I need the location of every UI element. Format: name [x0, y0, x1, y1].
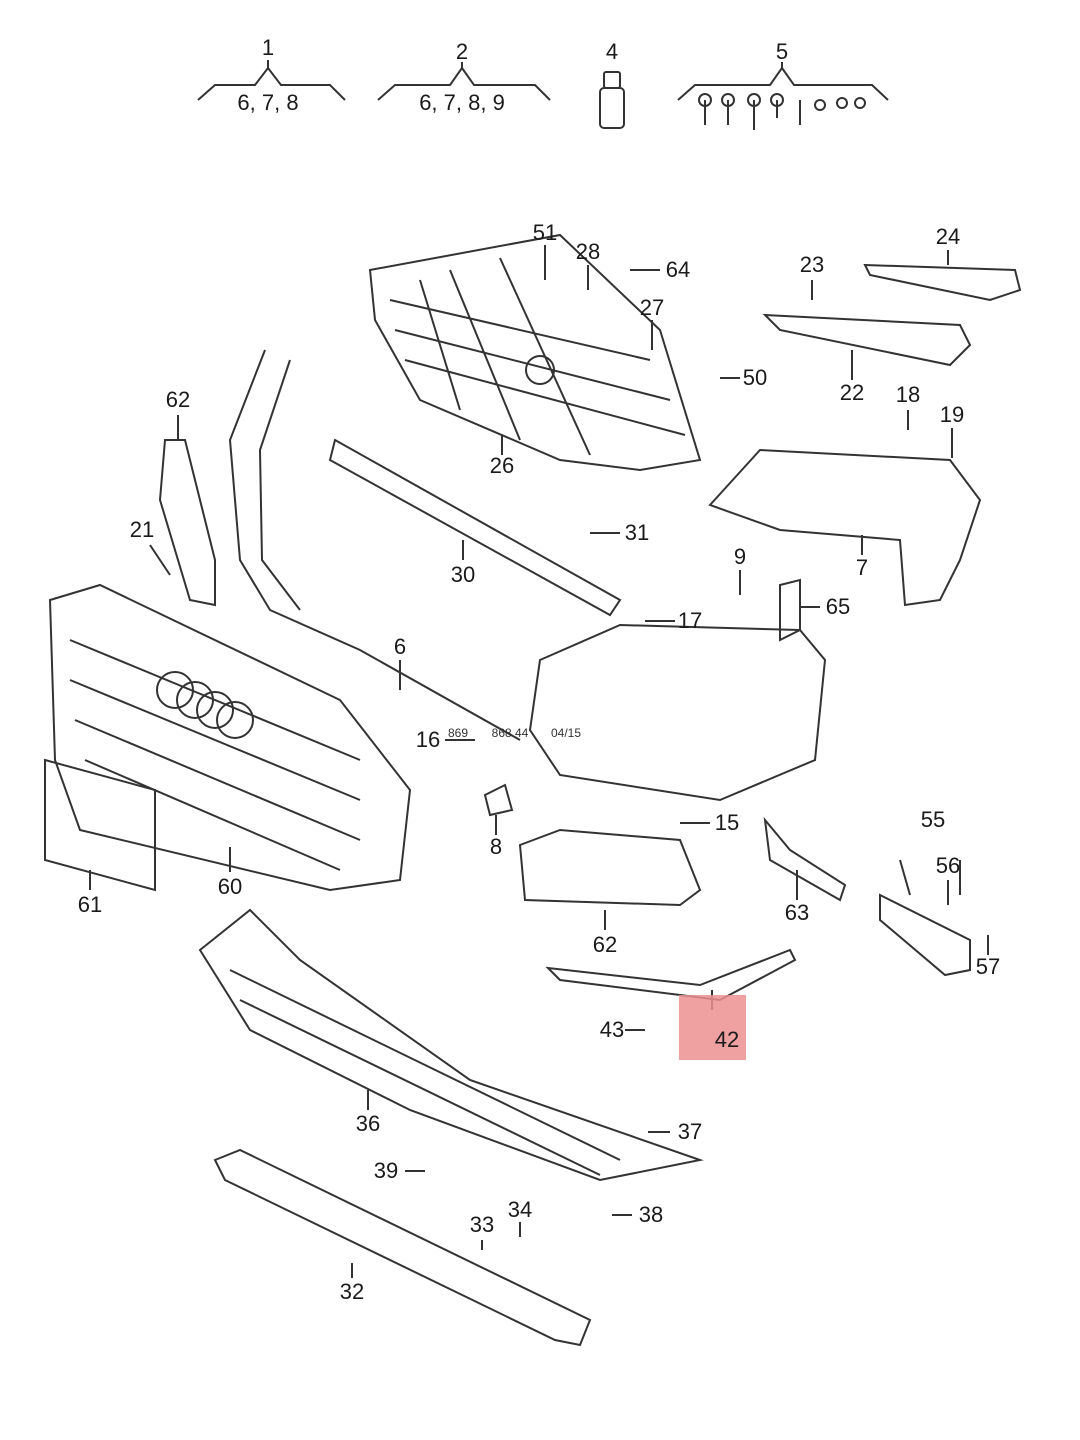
lower-guide-36	[198, 908, 704, 1182]
group-label-5: 5	[775, 39, 789, 64]
license-plate-bracket-61	[44, 758, 156, 892]
screw-set-icon	[698, 93, 866, 130]
part-label-highlighted[interactable]: 42	[714, 1027, 740, 1052]
spoiler-42	[545, 948, 797, 1002]
part-label[interactable]: 39	[373, 1158, 399, 1183]
part-label[interactable]: 56	[935, 853, 961, 878]
bumper-cover-6	[228, 349, 521, 741]
lower-grille-32	[213, 1148, 592, 1347]
trim-62	[158, 439, 216, 607]
part-label[interactable]: 26	[489, 453, 515, 478]
part-label[interactable]: 60	[217, 874, 243, 899]
part-label[interactable]: 37	[677, 1119, 703, 1144]
part-label[interactable]: 65	[825, 594, 851, 619]
part-label[interactable]: 34	[507, 1197, 533, 1222]
part-label[interactable]: 55	[920, 807, 946, 832]
part-label[interactable]: 8	[489, 834, 503, 859]
part-label[interactable]: 51	[532, 220, 558, 245]
bracket-7	[708, 448, 982, 607]
part-label[interactable]: 64	[665, 257, 691, 282]
part-label[interactable]: 61	[77, 892, 103, 917]
group-label-1: 1	[261, 35, 275, 60]
part-label[interactable]: 18	[895, 382, 921, 407]
part-label[interactable]: 16	[415, 727, 441, 752]
trim-65	[779, 578, 801, 642]
fog-trim-62	[518, 828, 702, 907]
part-label[interactable]: 21	[129, 517, 155, 542]
small-note: 04/15	[550, 726, 582, 740]
part-label[interactable]: 31	[624, 520, 650, 545]
part-label[interactable]: 43	[599, 1017, 625, 1042]
group-label-2: 2	[455, 39, 469, 64]
part-label[interactable]: 6	[393, 634, 407, 659]
bracket-8	[483, 783, 514, 817]
part-label[interactable]: 36	[355, 1111, 381, 1136]
group-contents-1: 6, 7, 8	[237, 90, 299, 115]
part-label[interactable]: 28	[575, 239, 601, 264]
part-label[interactable]: 33	[469, 1212, 495, 1237]
part-label[interactable]: 17	[677, 608, 703, 633]
bracket-63	[763, 816, 847, 902]
upper-grille-26	[368, 233, 702, 472]
small-note: 869	[447, 726, 469, 740]
part-label[interactable]: 63	[784, 900, 810, 925]
group-label-4: 4	[605, 39, 619, 64]
part-label[interactable]: 7	[855, 555, 869, 580]
bottle-icon	[599, 87, 625, 129]
part-label[interactable]: 24	[935, 224, 961, 249]
part-label[interactable]: 50	[742, 365, 768, 390]
part-label[interactable]: 32	[339, 1279, 365, 1304]
part-label[interactable]: 22	[839, 380, 865, 405]
grille-60	[48, 583, 412, 892]
part-label[interactable]: 27	[639, 295, 665, 320]
bracket-55	[879, 893, 971, 977]
part-label[interactable]: 19	[939, 402, 965, 427]
bumper-corner	[528, 623, 827, 802]
strip-30	[328, 438, 622, 617]
part-label[interactable]: 30	[450, 562, 476, 587]
highlight-box-part-42	[679, 995, 746, 1060]
part-label[interactable]: 15	[714, 810, 740, 835]
group-contents-2: 6, 7, 8, 9	[419, 90, 505, 115]
part-label[interactable]: 57	[975, 954, 1001, 979]
audi-rings-icon	[156, 671, 254, 739]
small-note: 868 44	[491, 726, 529, 740]
part-label[interactable]: 62	[165, 387, 191, 412]
part-label[interactable]: 23	[799, 252, 825, 277]
part-label[interactable]: 62	[592, 932, 618, 957]
part-label[interactable]: 9	[733, 544, 747, 569]
trim-22	[762, 313, 972, 367]
trim-24	[863, 263, 1022, 302]
part-label[interactable]: 38	[638, 1202, 664, 1227]
